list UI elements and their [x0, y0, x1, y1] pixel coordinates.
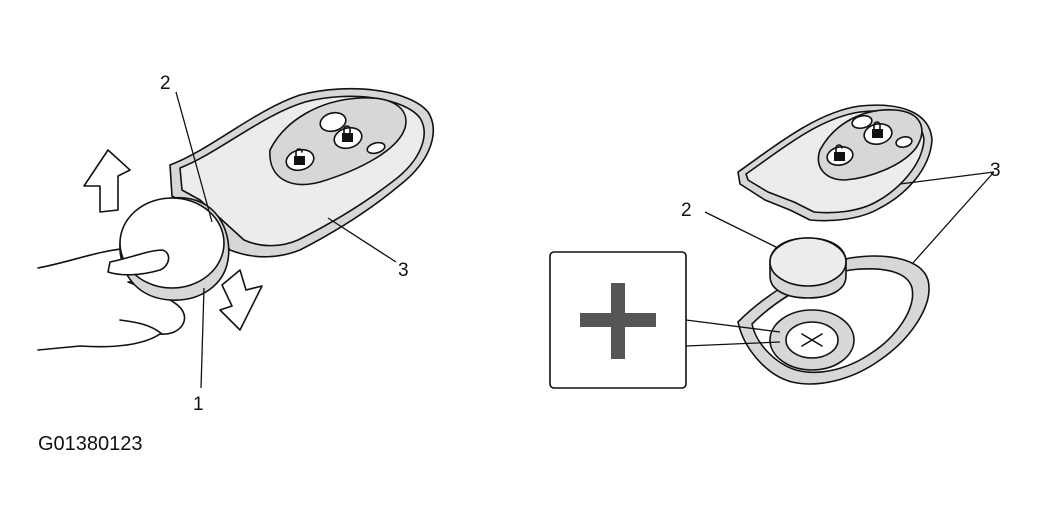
callout-label-battery: 1 — [193, 394, 204, 415]
callout-leader-case-upper — [899, 171, 995, 185]
coin-battery — [107, 196, 230, 301]
key-fob-case — [169, 87, 435, 258]
figure-code: G01380123 — [38, 433, 143, 455]
callout-leader-battery — [200, 287, 205, 389]
left-illustration: 2 1 3 — [37, 73, 435, 415]
push-arrow-down — [219, 269, 263, 331]
right-illustration: + 2 3 — [549, 104, 1001, 389]
callout-label-edge: 2 — [160, 73, 171, 94]
key-fob-upper-shell — [737, 104, 933, 222]
callout-label-case-right: 3 — [990, 160, 1001, 181]
callout-label-case: 3 — [398, 260, 409, 281]
lift-arrow-up — [83, 149, 131, 213]
polarity-inset: + — [549, 251, 781, 389]
callout-leader-battery-right — [704, 211, 779, 249]
callout-label-battery-right: 2 — [681, 200, 692, 221]
callout-leader-edge — [175, 91, 213, 223]
callout-leader-case-lower — [911, 171, 995, 265]
callout-leader-case — [327, 217, 397, 263]
coin-battery-loose — [769, 237, 847, 299]
